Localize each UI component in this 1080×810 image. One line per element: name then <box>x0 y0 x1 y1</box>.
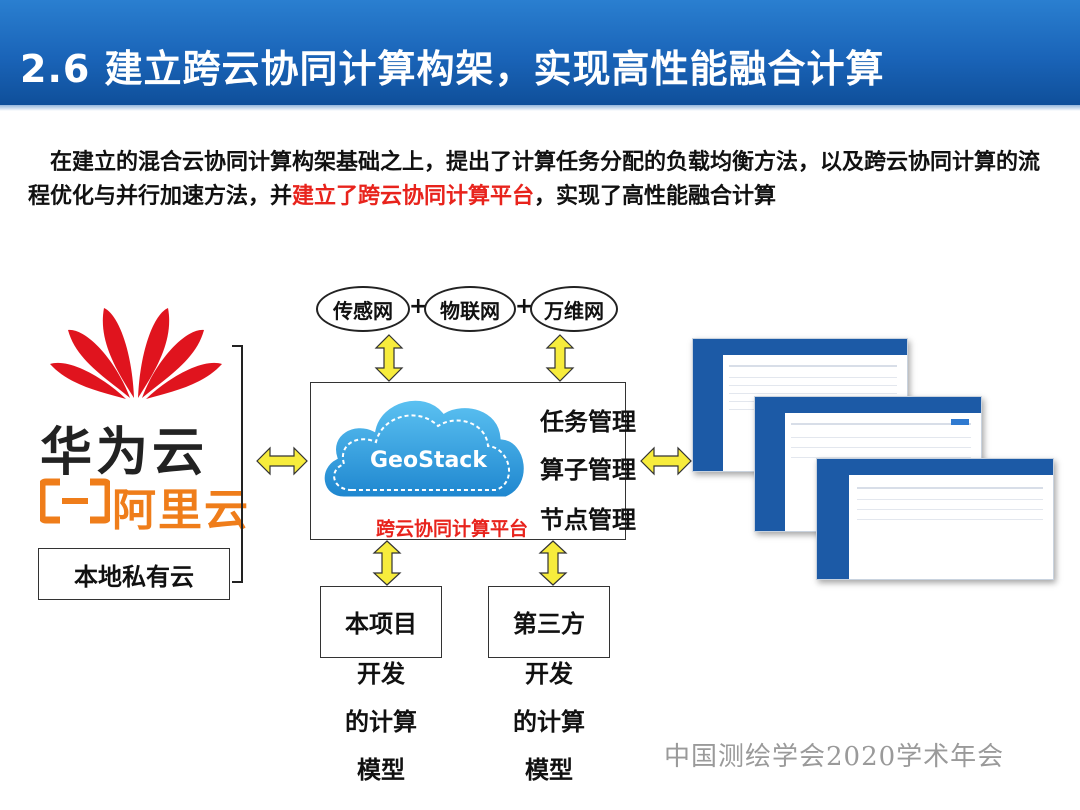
platform-label: 跨云协同计算平台 <box>376 518 529 540</box>
footer-conference-label: 中国测绘学会2020学术年会 <box>664 742 1005 772</box>
local-cloud-label: 本地私有云 <box>74 562 194 591</box>
intro-highlight: 建立了跨云协同计算平台 <box>292 184 535 209</box>
model-third-party-line-3: 的计算 <box>513 708 585 736</box>
operator-management-label: 算子管理 <box>540 456 636 484</box>
model-project-line-3: 的计算 <box>345 708 417 736</box>
network-sensor: 传感网 <box>316 286 410 332</box>
arrow-clouds-platform <box>256 446 308 476</box>
arrow-network-www-platform <box>545 334 575 382</box>
intro-text-part1: 在建立的混合云协同计算构架基础之上，提出了计算任务分配的负载均衡方法，以及跨云协… <box>28 150 1041 209</box>
model-third-party-line-2: 开发 <box>525 660 573 688</box>
model-box-project <box>320 586 442 658</box>
arrow-platform-model-1 <box>372 540 402 586</box>
page-title: 2.6 建立跨云协同计算构架，实现高性能融合计算 <box>20 47 885 91</box>
aliyun-cloud-label: 阿里云 <box>112 485 250 536</box>
model-box-third-party <box>488 586 610 658</box>
model-project-line-2: 开发 <box>357 660 405 688</box>
model-project-line-1: 本项目 <box>345 610 417 638</box>
geostack-cloud-icon <box>321 397 527 500</box>
huawei-cloud-label: 华为云 <box>40 423 209 483</box>
arrow-network-sensor-platform <box>374 334 404 382</box>
platform-screenshot-3 <box>816 458 1054 580</box>
arrow-platform-model-2 <box>538 540 568 586</box>
geostack-logo-text: GeoStack <box>370 448 487 473</box>
arrow-platform-screens <box>640 446 692 476</box>
model-third-party-line-1: 第三方 <box>513 610 585 638</box>
task-management-label: 任务管理 <box>540 408 636 436</box>
plus-sign-2: + <box>515 294 534 319</box>
header-bar <box>0 0 1080 111</box>
intro-paragraph: 在建立的混合云协同计算构架基础之上，提出了计算任务分配的负载均衡方法，以及跨云协… <box>28 146 1058 214</box>
node-management-label: 节点管理 <box>540 506 636 534</box>
intro-text-part2: ，实现了高性能融合计算 <box>534 184 777 209</box>
aliyun-logo-icon <box>40 478 110 524</box>
local-cloud-box <box>38 548 230 600</box>
plus-sign-1: + <box>409 294 428 319</box>
cloud-group-bracket <box>232 345 243 583</box>
model-project-line-4: 模型 <box>357 756 405 784</box>
network-www: 万维网 <box>530 286 618 332</box>
network-iot: 物联网 <box>424 286 516 332</box>
huawei-logo-icon <box>50 308 222 399</box>
model-third-party-line-4: 模型 <box>525 756 573 784</box>
